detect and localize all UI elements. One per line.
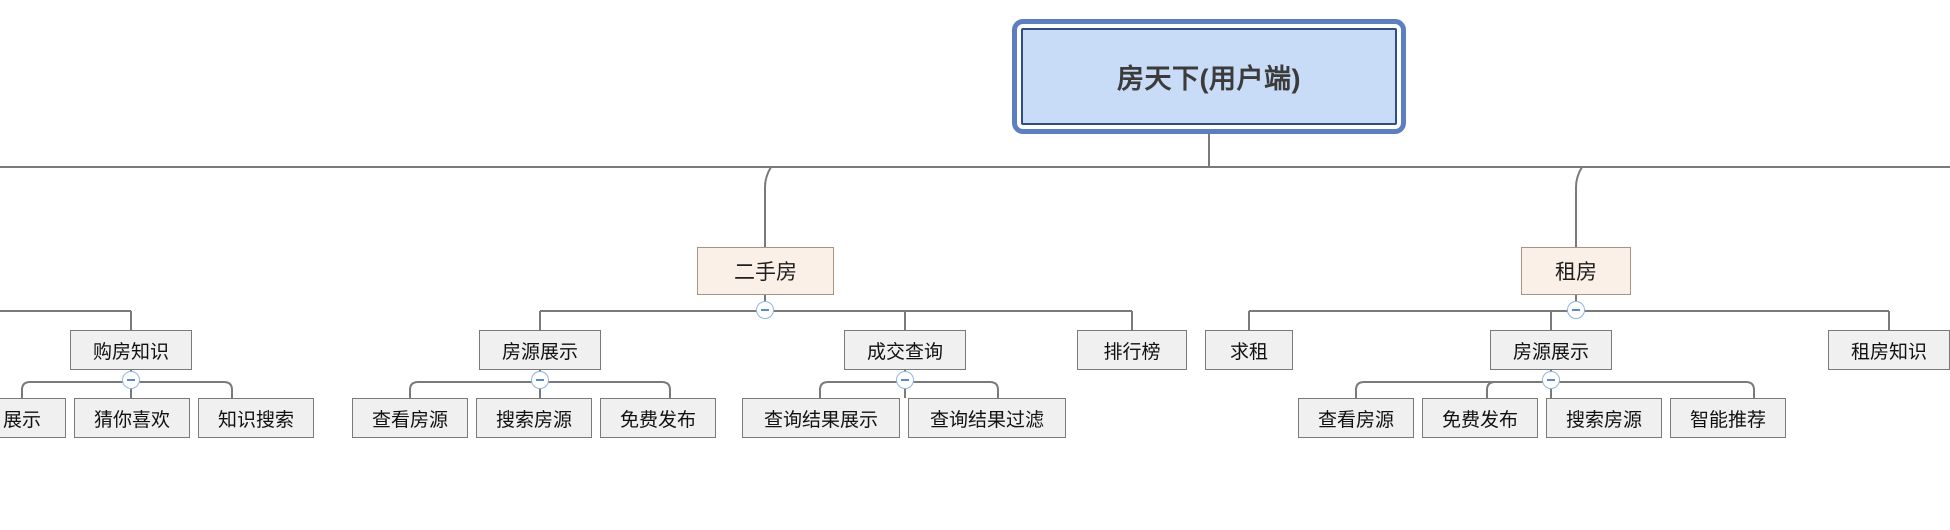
leaf-zhanshi[interactable]: 展示 [0,398,66,438]
node-fangyuanzhanshi-ershoufang[interactable]: 房源展示 [479,330,601,370]
minus-icon [127,379,135,381]
minus-icon [761,309,769,311]
node-chengjiaochaxun[interactable]: 成交查询 [844,330,966,370]
leaf-sousuofangyuan-ershoufang[interactable]: 搜索房源 [476,398,592,438]
toggle-chengjiaochaxun[interactable] [896,371,914,389]
leaf-mianfeifabu-zufang[interactable]: 免费发布 [1422,398,1538,438]
toggle-gouwfangzhishi[interactable] [122,371,140,389]
toggle-fangyuanzhanshi-ershoufang[interactable] [531,371,549,389]
node-paihangbang[interactable]: 排行榜 [1077,330,1187,370]
minus-icon [1547,379,1555,381]
minus-icon [901,379,909,381]
leaf-chakanfangyuan-zufang[interactable]: 查看房源 [1298,398,1414,438]
leaf-zhinengtuijian[interactable]: 智能推荐 [1670,398,1786,438]
leaf-chaxunjieguozhanshi[interactable]: 查询结果展示 [742,398,900,438]
node-zufangzhishi[interactable]: 租房知识 [1828,330,1950,370]
leaf-mianfeifabu-ershoufang[interactable]: 免费发布 [600,398,716,438]
leaf-zhishisousuo[interactable]: 知识搜索 [198,398,314,438]
root-node-fangtianxia[interactable]: 房天下(用户端) [1021,28,1397,125]
leaf-cainixihuan[interactable]: 猜你喜欢 [74,398,190,438]
node-zufang[interactable]: 租房 [1521,247,1631,295]
leaf-chaxunjieguoguolv[interactable]: 查询结果过滤 [908,398,1066,438]
node-fangyuanzhanshi-zufang[interactable]: 房源展示 [1490,330,1612,370]
node-ershoufang[interactable]: 二手房 [697,247,834,295]
node-gouwfangzhishi[interactable]: 购房知识 [70,330,192,370]
node-qiuzu[interactable]: 求租 [1205,330,1293,370]
toggle-zufang[interactable] [1567,301,1585,319]
toggle-ershoufang[interactable] [756,301,774,319]
toggle-fangyuanzhanshi-zufang[interactable] [1542,371,1560,389]
minus-icon [1572,309,1580,311]
leaf-chakanfangyuan-ershoufang[interactable]: 查看房源 [352,398,468,438]
leaf-sousuofangyuan-zufang[interactable]: 搜索房源 [1546,398,1662,438]
minus-icon [536,379,544,381]
